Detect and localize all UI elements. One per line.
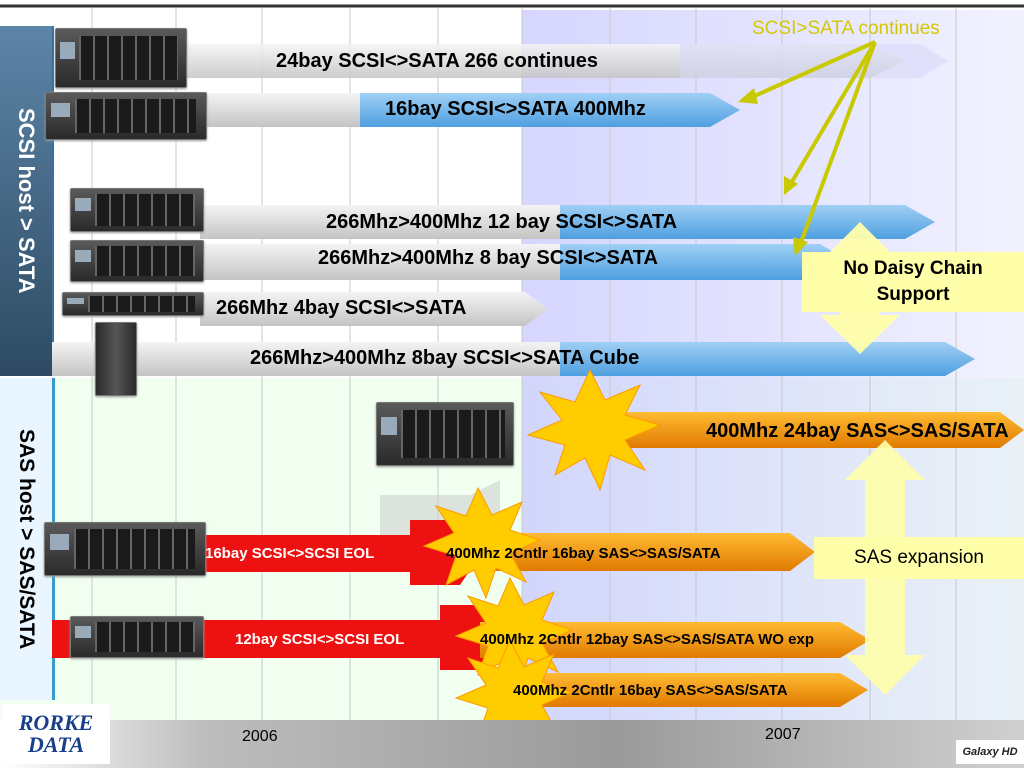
- scsi-group-band: SCSI host > SATA: [0, 26, 54, 376]
- callout-arrows: [738, 40, 877, 256]
- arrow-24bay-sas: [610, 412, 1024, 448]
- sas-expansion-note: SAS expansion: [814, 537, 1024, 579]
- server-12bay-image: [70, 188, 204, 232]
- arrow-24bay-scsi-sata-extension: [680, 44, 948, 78]
- product-label: 266Mhz>400Mhz 8bay SCSI<>SATA Cube: [250, 347, 640, 369]
- arrow-12bay-sas: [480, 622, 870, 658]
- galaxy-hd-logo: Galaxy HD: [956, 740, 1024, 764]
- product-label: 12bay SCSI<>SCSI EOL: [235, 631, 405, 648]
- product-label: 16bay SCSI<>SCSI EOL: [205, 545, 375, 562]
- arrow-16bay-sas: [470, 533, 815, 571]
- no-daisy-chain-note: No Daisy Chain Support: [802, 252, 1024, 312]
- timeline-bar: [0, 720, 1024, 768]
- product-label: 266Mhz 4bay SCSI<>SATA: [216, 297, 467, 319]
- starburst-24bay: [526, 368, 662, 492]
- arrow-cube-gray: [52, 342, 580, 376]
- product-label: 400Mhz 24bay SAS<>SAS/SATA: [706, 420, 1009, 442]
- server-16bay-image: [45, 92, 207, 140]
- product-label: 24bay SCSI<>SATA 266 continues: [276, 50, 598, 72]
- rorke-data-logo: RORKE DATA: [2, 704, 110, 764]
- arrow-8bay-gray: [200, 244, 580, 280]
- product-label: 266Mhz>400Mhz 12 bay SCSI<>SATA: [326, 211, 678, 233]
- year-label-2006: 2006: [242, 728, 278, 745]
- server-8bay-image: [70, 240, 204, 282]
- server-cube-image: [95, 322, 137, 396]
- server-12bay-sas-image: [70, 616, 204, 658]
- product-label: 266Mhz>400Mhz 8 bay SCSI<>SATA: [318, 247, 658, 269]
- server-24bay-image: [55, 28, 187, 88]
- server-4bay-image: [62, 292, 204, 316]
- arrow-16bay-sas-2: [500, 673, 868, 707]
- starburst-16bay: [422, 486, 542, 600]
- sas-group-label: SAS host > SAS/SATA: [15, 428, 38, 650]
- arrow-cube-scsi-sata: [560, 342, 975, 376]
- arrow-16bay-gray: [200, 93, 385, 127]
- server-16bay-sas-image: [44, 522, 206, 576]
- arrow-8bay-scsi-sata: [560, 244, 850, 280]
- arrow-16bay-scsi-eol: [200, 520, 480, 585]
- product-label: 400Mhz 2Cntlr 12bay SAS<>SAS/SATA WO exp: [480, 631, 814, 648]
- arrow-16bay-scsi-sata-400: [360, 93, 740, 127]
- server-24bay-sas-image: [376, 402, 514, 466]
- product-label: 400Mhz 2Cntlr 16bay SAS<>SAS/SATA: [446, 545, 721, 562]
- arrow-12bay-scsi-sata: [560, 205, 935, 239]
- arrow-4bay-scsi-sata: [200, 292, 548, 326]
- year-label-2007: 2007: [765, 726, 801, 743]
- product-label: 400Mhz 2Cntlr 16bay SAS<>SAS/SATA: [513, 682, 788, 699]
- scsi-sata-continues-callout: SCSI>SATA continues: [752, 18, 940, 39]
- rorke-data-logo-text: RORKE DATA: [18, 710, 94, 757]
- scsi-group-label: SCSI host > SATA: [14, 108, 39, 294]
- arrow-12bay-gray: [200, 205, 580, 239]
- galaxy-hd-logo-text: Galaxy HD: [962, 746, 1018, 758]
- product-label: 16bay SCSI<>SATA 400Mhz: [385, 98, 646, 120]
